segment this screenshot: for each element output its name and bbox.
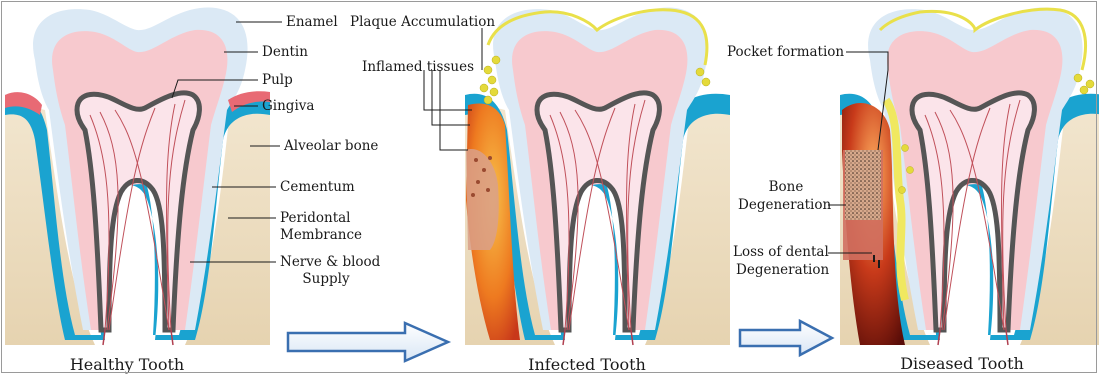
label-nerve-line1: Nerve & blood xyxy=(280,254,380,270)
label-alveolar-bone: Alveolar bone xyxy=(284,138,378,154)
label-bone-line1: Bone xyxy=(745,179,827,195)
label-gingiva: Gingiva xyxy=(262,98,314,114)
healthy-tooth-illustration xyxy=(5,8,270,345)
arrow-right-icon xyxy=(740,321,832,355)
caption-diseased-tooth: Diseased Tooth xyxy=(900,354,1024,373)
caption-infected-tooth: Infected Tooth xyxy=(528,355,646,374)
label-periodontal-line1: Peridontal xyxy=(280,210,351,226)
label-cementum: Cementum xyxy=(280,179,355,195)
label-bone-line2: Degeneration xyxy=(738,197,831,213)
label-periodontal-line2: Membrance xyxy=(280,227,362,243)
label-pocket-formation: Pocket formation xyxy=(727,44,844,60)
label-pulp: Pulp xyxy=(262,72,293,88)
label-loss-line1: Loss of dental xyxy=(733,244,829,260)
infected-tooth-illustration xyxy=(465,8,730,345)
label-loss-line2: Degeneration xyxy=(736,262,829,278)
diseased-tooth-illustration xyxy=(840,8,1099,345)
label-inflamed-tissues: Inflamed tissues xyxy=(362,59,474,75)
label-plaque-accumulation: Plaque Accumulation xyxy=(350,14,495,30)
label-enamel: Enamel xyxy=(286,14,338,30)
arrow-right-icon xyxy=(288,323,448,361)
label-nerve-line2: Supply xyxy=(280,271,372,287)
label-dentin: Dentin xyxy=(262,44,308,60)
caption-healthy-tooth: Healthy Tooth xyxy=(70,355,184,374)
